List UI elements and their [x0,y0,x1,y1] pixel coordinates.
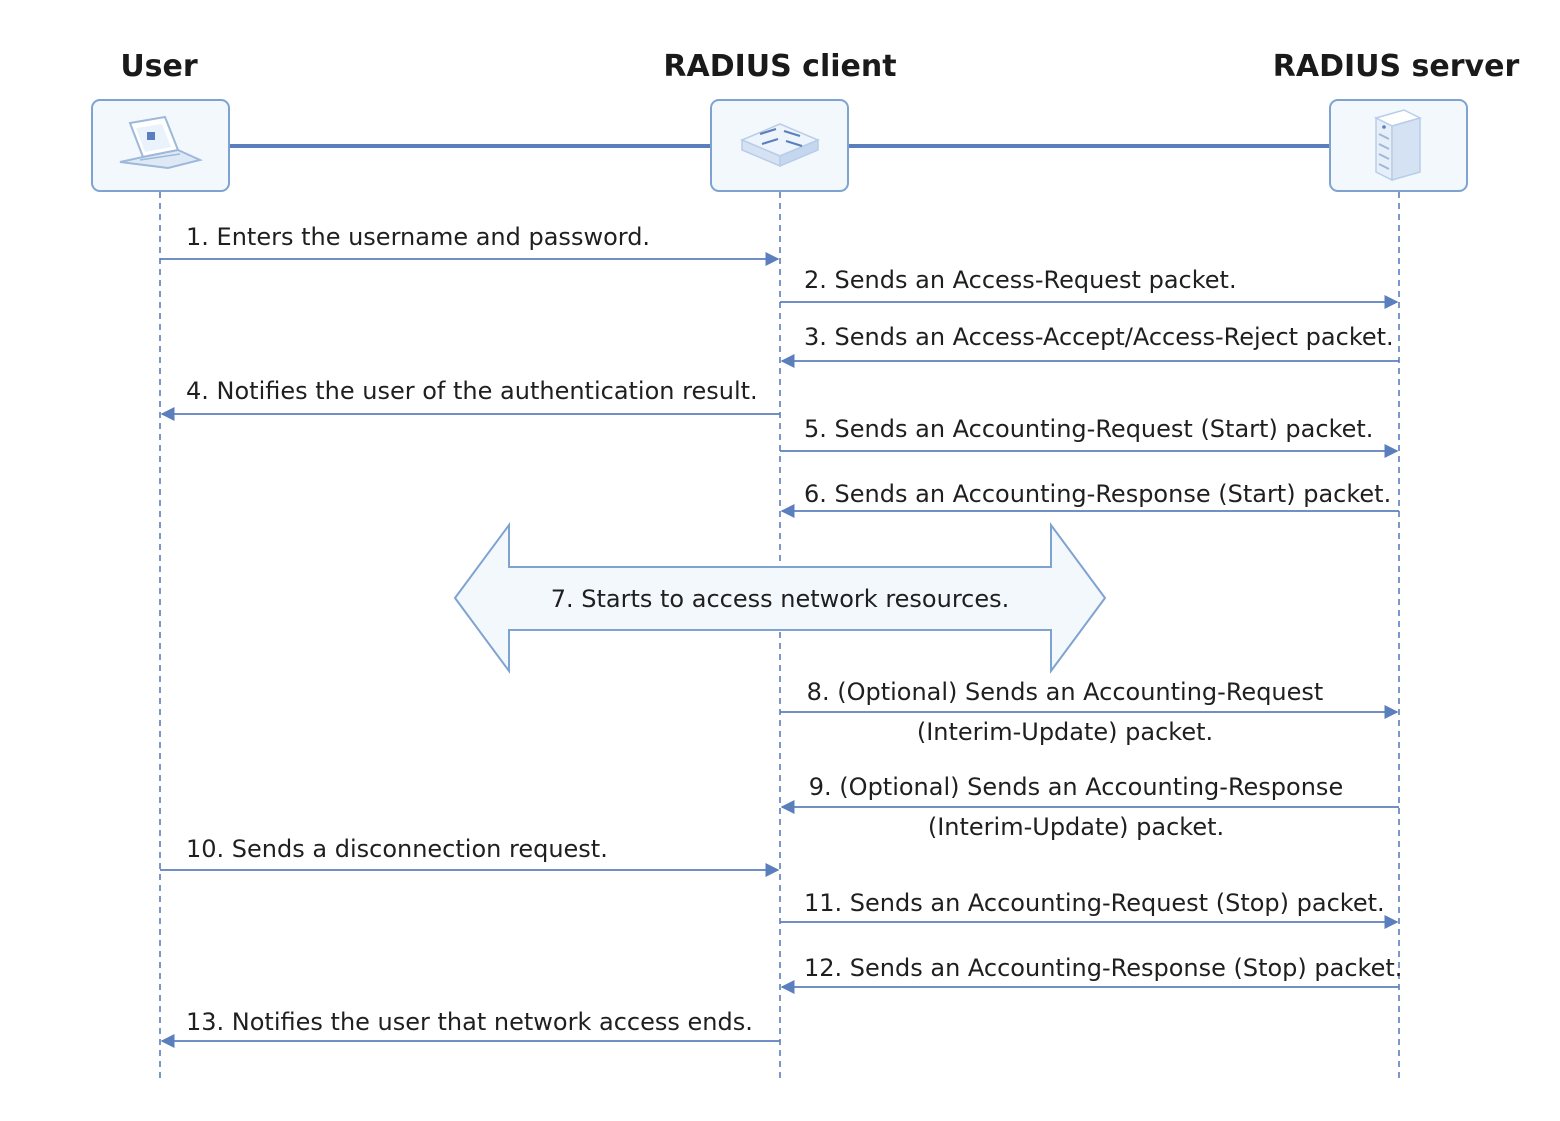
server-icon [1373,109,1423,182]
switch-icon [740,123,820,168]
message-label-line-2: (Interim-Update) packet. [917,718,1213,746]
message-label: 2. Sends an Access-Request packet. [804,266,1237,294]
access-phase-label: 7. Starts to access network resources. [551,585,1010,613]
message-2: 2. Sends an Access-Request packet. [780,266,1399,309]
message-8: 8. (Optional) Sends an Accounting-Reques… [780,678,1399,746]
message-label: 11. Sends an Accounting-Request (Stop) p… [804,889,1385,917]
message-3: 3. Sends an Access-Accept/Access-Reject … [780,323,1399,368]
message-list: 1. Enters the username and password. 2. … [160,223,1402,1048]
access-phase-arrow: 7. Starts to access network resources. [453,521,1107,675]
message-label: 10. Sends a disconnection request. [186,835,608,863]
participant-box-server [1329,99,1468,192]
message-label: 12. Sends an Accounting-Response (Stop) … [804,954,1402,982]
message-4: 4. Notifies the user of the authenticati… [160,377,780,421]
message-5: 5. Sends an Accounting-Request (Start) p… [780,415,1399,458]
laptop-icon [119,115,204,170]
message-label: 9. (Optional) Sends an Accounting-Respon… [809,773,1343,801]
participant-title-server: RADIUS server [1273,49,1520,84]
message-label-line-2: (Interim-Update) packet. [928,813,1224,841]
message-label: 13. Notifies the user that network acces… [186,1008,753,1036]
message-label: 1. Enters the username and password. [186,223,650,251]
message-label: 3. Sends an Access-Accept/Access-Reject … [804,323,1394,351]
message-label: 4. Notifies the user of the authenticati… [186,377,758,405]
message-9: 9. (Optional) Sends an Accounting-Respon… [780,773,1399,841]
participant-title-client: RADIUS client [663,49,896,84]
message-11: 11. Sends an Accounting-Request (Stop) p… [780,889,1399,929]
message-12: 12. Sends an Accounting-Response (Stop) … [780,954,1402,994]
participant-box-client [710,99,849,192]
message-10: 10. Sends a disconnection request. [160,835,780,877]
participant-title-user: User [120,49,198,84]
message-label: 5. Sends an Accounting-Request (Start) p… [804,415,1373,443]
message-label: 6. Sends an Accounting-Response (Start) … [804,480,1391,508]
message-label: 8. (Optional) Sends an Accounting-Reques… [807,678,1324,706]
message-6: 6. Sends an Accounting-Response (Start) … [780,480,1399,518]
message-13: 13. Notifies the user that network acces… [160,1008,780,1048]
message-1: 1. Enters the username and password. [160,223,780,266]
participant-box-user [91,99,230,192]
